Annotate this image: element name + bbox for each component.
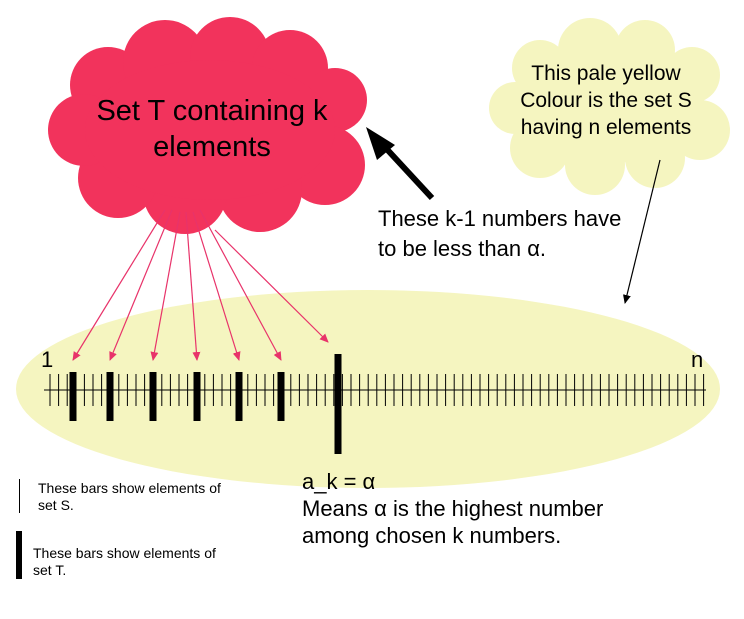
k-minus-1-note-line: These k-1 numbers have xyxy=(378,206,622,231)
set-t-bars xyxy=(69,354,342,454)
legend-set-t-line: set T. xyxy=(33,562,67,578)
set-t-cloud-line: Set T containing k xyxy=(96,95,328,127)
number-line-end-label: n xyxy=(691,347,704,372)
set-t-pointer-arrow xyxy=(150,211,181,361)
set-t-pointer-arrow xyxy=(72,209,166,361)
set-s-cloud-line: This pale yellow xyxy=(531,62,681,85)
legend-set-s-bar xyxy=(19,479,20,513)
alpha-note-line: among chosen k numbers. xyxy=(302,523,562,548)
k-minus-1-arrow xyxy=(366,127,435,201)
set-s-cloud-label: This pale yellow Colour is the set S hav… xyxy=(500,60,712,141)
set-t-element-bar-alpha xyxy=(334,354,342,454)
alpha-note-line: Means α is the highest number xyxy=(302,496,604,521)
set-t-cloud-line: elements xyxy=(153,131,271,163)
set-t-cloud xyxy=(48,17,367,234)
set-t-pointer-arrow xyxy=(192,211,241,361)
legend-set-t-bar xyxy=(16,531,22,579)
legend-set-s-line: These bars show elements of xyxy=(38,480,221,496)
set-t-pointer-arrow xyxy=(185,211,201,361)
set-t-element-bar xyxy=(106,372,114,421)
set-t-pointer-arrow xyxy=(109,209,173,361)
k-minus-1-note-line: to be less than α. xyxy=(378,236,547,261)
set-s-cloud-line: having n elements xyxy=(520,116,692,139)
legend-set-t-text: These bars show elements of set T. xyxy=(33,545,253,579)
set-t-element-bar xyxy=(277,372,285,421)
set-t-pointer-arrows xyxy=(72,209,329,361)
set-t-element-bar xyxy=(235,372,243,421)
set-t-pointer-arrow xyxy=(214,229,329,343)
set-s-cloud xyxy=(489,18,730,195)
set-t-element-bar xyxy=(149,372,157,421)
legend-set-s-line: set S. xyxy=(38,497,74,513)
set-t-element-bar xyxy=(69,372,77,421)
legend-set-t-line: These bars show elements of xyxy=(33,545,216,561)
set-s-pointer-arrow xyxy=(623,159,661,304)
alpha-note-line: a_k = α xyxy=(302,469,376,494)
set-t-cloud-label: Set T containing k elements xyxy=(72,93,352,165)
alpha-note: a_k = α Means α is the highest number am… xyxy=(302,468,603,549)
number-line-start-label: 1 xyxy=(41,347,54,372)
legend-set-s-text: These bars show elements of set S. xyxy=(38,480,253,514)
set-t-element-bar xyxy=(193,372,201,421)
set-s-ticks xyxy=(49,374,705,406)
set-t-pointer-arrow xyxy=(199,209,282,361)
set-s-cloud-line: Colour is the set S xyxy=(520,89,692,112)
k-minus-1-note: These k-1 numbers have to be less than α… xyxy=(378,204,621,264)
